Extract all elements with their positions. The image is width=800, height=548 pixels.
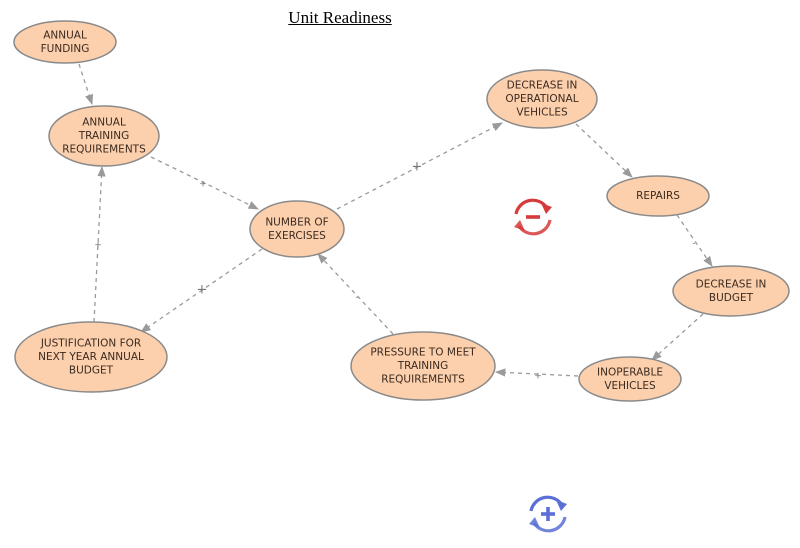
- node-ellipse: [13, 20, 117, 64]
- node-label: NUMBER OF: [265, 216, 328, 228]
- node-label: BUDGET: [709, 292, 754, 304]
- link-pressure-to-meet-training-requirements-to-number-of-exercises: [317, 253, 394, 335]
- link-polarity-label: +: [534, 372, 542, 382]
- node-ellipse: [350, 331, 496, 401]
- node-ellipse: [578, 356, 682, 402]
- node-annual-funding[interactable]: ANNUAL FUNDING: [13, 20, 117, 64]
- node-label: TRAINING: [397, 360, 449, 372]
- node-ellipse: [14, 321, 168, 393]
- node-inoperable-vehicles[interactable]: INOPERABLE VEHICLES: [578, 356, 682, 402]
- link-polarity-label: +: [197, 283, 208, 298]
- link-decrease-in-budget-to-inoperable-vehicles: [651, 313, 704, 361]
- positive-loop-icon: [529, 495, 567, 533]
- node-label: FUNDING: [41, 43, 90, 55]
- link-polarity-label: +: [199, 180, 207, 190]
- node-label: ANNUAL: [82, 117, 126, 129]
- link-number-of-exercises-to-justification-for-next-year-annual-budget: [140, 248, 263, 333]
- node-ellipse: [486, 69, 598, 129]
- link-annual-training-requirements-to-number-of-exercises: [150, 156, 259, 210]
- node-ellipse: [249, 200, 345, 258]
- negative-loop-icon: [514, 198, 552, 236]
- node-label: DECREASE IN: [696, 278, 767, 290]
- link-inoperable-vehicles-to-pressure-to-meet-training-requirements: [494, 368, 579, 377]
- node-ellipse: [48, 105, 160, 167]
- node-repairs[interactable]: REPAIRS: [606, 175, 710, 217]
- node-label: OPERATIONAL: [505, 93, 578, 105]
- link-annual-funding-to-annual-training-requirements: [78, 63, 94, 105]
- node-number-of-exercises[interactable]: NUMBER OF EXERCISES: [249, 200, 345, 258]
- node-label: JUSTIFICATION FOR: [40, 338, 141, 350]
- node-label: VEHICLES: [604, 380, 656, 392]
- node-label: ANNUAL: [43, 29, 87, 41]
- node-label: REPAIRS: [636, 190, 680, 202]
- link-polarity-label: -: [355, 293, 358, 303]
- link-decrease-in-operational-vehicles-to-repairs: [575, 123, 633, 178]
- link-polarity-label: +: [412, 160, 423, 175]
- node-ellipse: [606, 175, 710, 217]
- node-label: DECREASE IN: [507, 80, 578, 92]
- node-label: REQUIREMENTS: [381, 374, 465, 386]
- node-label: REQUIREMENTS: [62, 144, 146, 156]
- link-justification-for-next-year-annual-budget-to-annual-training-requirements: [93, 165, 106, 323]
- node-label: BUDGET: [69, 365, 114, 377]
- node-label: NEXT YEAR ANNUAL: [38, 351, 144, 363]
- node-label: VEHICLES: [516, 107, 568, 119]
- node-label: INOPERABLE: [597, 366, 663, 378]
- link-number-of-exercises-to-decrease-in-operational-vehicles: [336, 122, 503, 210]
- node-label: PRESSURE TO MEET: [370, 347, 476, 359]
- diagram-title: Unit Readiness: [288, 8, 392, 27]
- node-decrease-in-budget[interactable]: DECREASE IN BUDGET: [672, 265, 790, 317]
- link-polarity-label: -: [692, 239, 695, 249]
- node-label: EXERCISES: [268, 230, 326, 242]
- link-repairs-to-decrease-in-budget: [676, 214, 713, 267]
- link-polarity-label: +: [94, 241, 102, 251]
- node-label: TRAINING: [78, 130, 130, 142]
- node-ellipse: [672, 265, 790, 317]
